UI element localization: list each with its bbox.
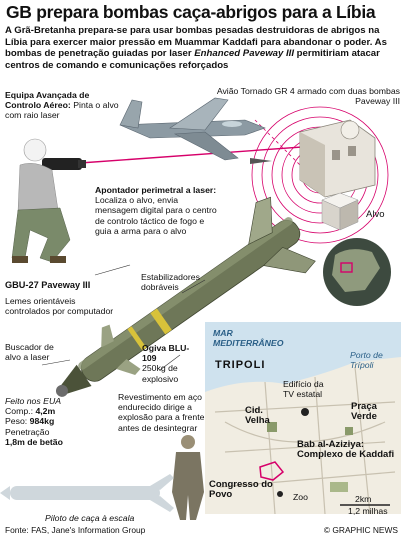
designator-text: Localiza o alvo, envia mensagem digital … [95,195,217,236]
bomb-graphic [55,196,316,397]
map-tv-label: Edifício da TV estatal [283,379,324,400]
designator-title: Apontador perimetral a laser: [95,185,217,195]
target-building-graphic [299,119,376,198]
bomb-silhouette-graphic [0,474,174,512]
seeker-label: Buscador de alvo a laser [5,342,54,363]
target-cube-graphic [321,192,359,231]
warhead-text: 250kg de explosivo [142,363,179,384]
aircraft-label: Avião Tornado GR 4 armado com duas bomba… [216,86,400,107]
map-pin-tv [301,408,309,416]
fins-label: Lemes orientáveis controlados por comput… [5,296,114,317]
map-sea-label: MAR MEDITERRÂNEO [213,328,284,349]
map-compound-label: Bab al-Aziziya: Complexo de Kaddafi [297,439,395,461]
designator-label: Apontador perimetral a laser: Localiza o… [95,185,220,236]
globe-graphic [323,238,391,306]
map-zoo-label: Zoo [293,492,308,502]
warhead-title: Ogiva BLU-109 [142,343,190,364]
stabilizers-label: Estabilizadores dobráveis [141,272,200,293]
credit-text: © GRAPHIC NEWS [323,525,398,535]
team-text: Pinta o alvo com raio laser [5,100,119,121]
target-label: Alvo [366,209,385,220]
lead-rest-text: permitiriam atacar centros de comando e … [5,48,380,71]
tripoli-map: MAR MEDITERRÂNEO TRIPOLI Porto de Trípol… [205,322,401,516]
map-green-square-label: Praça Verde [351,401,377,423]
team-label: Equipa Avançada de Controlo Aéreo: Pinta… [5,90,125,121]
source-text: Fonte: FAS, Jane's Information Group [5,525,146,535]
specs-title: Feito nos EUA [5,396,62,406]
laser-beam-line [79,144,331,164]
map-city-label: TRIPOLI [215,359,266,371]
lead-bold-text: A Grã-Bretanha prepara-se para usar bomb… [5,25,387,60]
tornado-jet-graphic [119,97,272,164]
map-port-label: Porto de Trípoli [350,350,383,371]
soldier-graphic [11,138,86,263]
specs-block: Feito nos EUA Comp.: 4,2m Peso: 984kg Pe… [5,396,63,447]
lead-paragraph: A Grã-Bretanha prepara-se para usar bomb… [5,25,401,71]
map-scale-mi: 1,2 milhas [348,506,388,516]
map-old-city-label: Cid. Velha [245,405,270,427]
spec-weight: 984kg [29,416,55,427]
pilot-graphic [172,435,204,520]
bomb-name-label: GBU-27 Paveway III [5,280,91,290]
spec-penetration: 1,8m de betão [5,436,63,447]
map-canvas [205,322,401,515]
warhead-label: Ogiva BLU-109 250kg de explosivo [142,343,202,384]
lead-italic-text: Enhanced Paveway III [194,48,294,60]
map-congress-label: Congresso do Povo [209,479,273,501]
map-scale-km: 2km [355,494,372,504]
pilot-scale-label: Piloto de caça à escala [45,513,135,523]
casing-label: Revestimento em aço endurecido dirige a … [118,392,205,433]
page-title: GB prepara bombas caça-abrigos para a Lí… [6,2,376,22]
spec-length: 4,2m [35,406,56,417]
team-title: Equipa Avançada de Controlo Aéreo: [5,90,90,111]
